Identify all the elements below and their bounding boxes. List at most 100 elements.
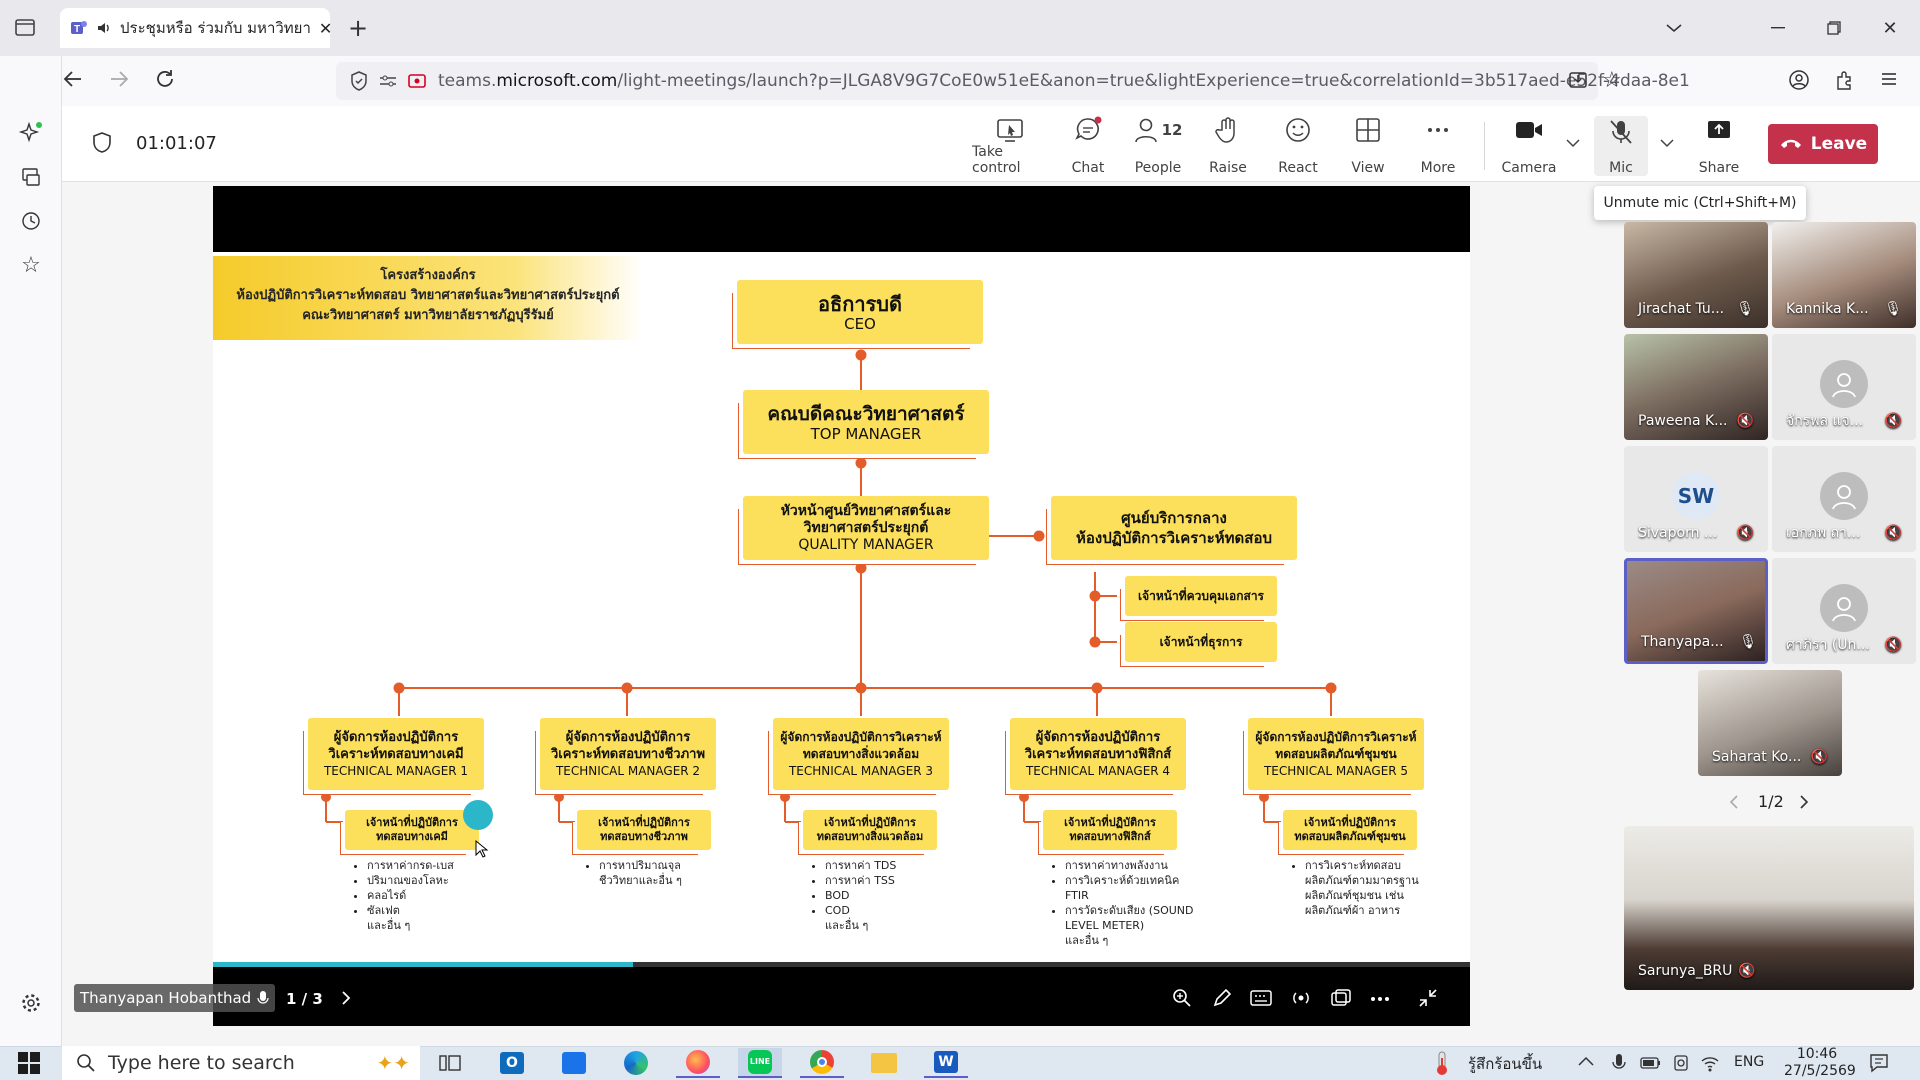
screen-share-indicator-icon[interactable] xyxy=(408,73,428,89)
gallery-prev-button[interactable] xyxy=(1728,794,1740,810)
gallery-next-button[interactable] xyxy=(1798,794,1810,810)
taskbar-search-box[interactable]: Type here to search ✦✦ xyxy=(62,1046,420,1080)
mic-button[interactable]: Mic xyxy=(1594,116,1648,176)
tab-list-icon[interactable] xyxy=(12,14,38,40)
chrome-app-icon[interactable] xyxy=(800,1048,844,1078)
permissions-icon[interactable] xyxy=(378,73,398,89)
header-line-3: คณะวิทยาศาสตร์ มหาวิทยาลัยราชภัฏบุรีรัมย… xyxy=(302,308,554,323)
slide-header-banner: โครงสร้างองค์กร ห้องปฏิบัติการวิเคราะห์ท… xyxy=(213,256,643,340)
device-tray-icon[interactable] xyxy=(1672,1054,1690,1072)
slide-progress-bar xyxy=(213,962,1470,967)
minimize-button[interactable] xyxy=(1758,10,1798,46)
wifi-icon[interactable] xyxy=(1700,1054,1720,1072)
account-icon[interactable] xyxy=(1788,69,1810,91)
edge-browser-icon[interactable] xyxy=(614,1048,658,1078)
mic-icon: 🎙 xyxy=(1736,301,1754,317)
take-control-button[interactable]: Take control xyxy=(972,116,1048,176)
exit-fullscreen-icon[interactable] xyxy=(1418,988,1438,1008)
view-button[interactable]: View xyxy=(1348,116,1388,176)
participant-tile[interactable]: Saharat Ko...🔇 xyxy=(1698,670,1842,776)
outlook-app-icon[interactable]: O xyxy=(490,1048,534,1078)
microphone-tray-icon[interactable] xyxy=(1612,1052,1626,1074)
quality-manager-box: หัวหน้าศูนย์วิทยาศาสตร์และ วิทยาศาสตร์ปร… xyxy=(743,496,989,560)
participant-tile[interactable]: Paweena K...🔇 xyxy=(1624,334,1768,440)
person-avatar-icon xyxy=(1820,360,1868,408)
battery-icon[interactable] xyxy=(1640,1056,1662,1070)
mic-muted-icon: 🔇 xyxy=(1884,637,1902,653)
address-bar[interactable]: teams.microsoft.com/light-meetings/launc… xyxy=(336,62,1690,100)
task-view-icon[interactable] xyxy=(428,1048,472,1078)
download-icon[interactable] xyxy=(1568,70,1588,90)
raise-hand-button[interactable]: Raise xyxy=(1208,116,1248,176)
share-button[interactable]: Share xyxy=(1698,116,1740,176)
clock[interactable]: 10:46 27/5/2569 xyxy=(1784,1046,1856,1079)
leave-button[interactable]: Leave xyxy=(1768,124,1878,164)
staff-4-box: เจ้าหน้าที่ปฏิบัติการ ทดสอบทางฟิสิกส์ xyxy=(1043,810,1177,850)
settings-gear-icon[interactable] xyxy=(14,986,48,1020)
more-button[interactable]: More xyxy=(1418,116,1458,176)
weather-icon[interactable] xyxy=(1432,1050,1452,1076)
close-window-button[interactable]: ✕ xyxy=(1882,17,1898,39)
line-app-icon[interactable]: LINE xyxy=(738,1048,782,1078)
next-slide-button[interactable] xyxy=(340,990,352,1006)
pen-icon[interactable] xyxy=(1212,988,1232,1008)
broadcast-icon[interactable] xyxy=(1290,988,1312,1008)
firefox-app-icon[interactable] xyxy=(676,1048,720,1078)
word-app-icon[interactable]: W xyxy=(924,1048,968,1078)
history-icon[interactable] xyxy=(14,204,48,238)
mic-icon: 🎙 xyxy=(1884,301,1902,317)
camera-button[interactable]: Camera xyxy=(1502,116,1556,176)
participant-tile[interactable]: จักรพล แจ...🔇 xyxy=(1772,334,1916,440)
person-avatar-icon xyxy=(1820,472,1868,520)
synced-tabs-icon[interactable] xyxy=(14,160,48,194)
document-officer-box: เจ้าหน้าที่ควบคุมเอกสาร xyxy=(1125,576,1277,616)
meeting-timer: 01:01:07 xyxy=(136,133,217,154)
extensions-icon[interactable] xyxy=(1834,69,1856,91)
participant-tile-speaking[interactable]: Thanyapa...🎙 xyxy=(1624,558,1768,664)
show-hidden-icons-chevron-icon[interactable] xyxy=(1578,1056,1594,1066)
keyboard-icon[interactable] xyxy=(1250,990,1272,1006)
ai-sparkle-icon[interactable] xyxy=(14,116,48,150)
menu-icon[interactable] xyxy=(1880,70,1898,88)
mic-options-chevron-icon[interactable] xyxy=(1660,138,1674,148)
bookmark-star-icon[interactable]: ☆ xyxy=(1602,68,1622,93)
mic-muted-icon xyxy=(1607,118,1635,146)
shield-icon[interactable] xyxy=(350,71,368,91)
new-tab-button[interactable]: + xyxy=(348,14,369,42)
speaker-icon[interactable] xyxy=(96,20,112,36)
back-button[interactable] xyxy=(62,68,84,90)
meeting-shield-icon[interactable] xyxy=(92,132,112,154)
bookmarks-icon[interactable]: ☆ xyxy=(21,252,41,278)
more-options-icon[interactable] xyxy=(1370,996,1390,1002)
mic-tooltip: Unmute mic (Ctrl+Shift+M) xyxy=(1594,186,1806,220)
tab-overflow-chevron-icon[interactable] xyxy=(1654,10,1694,46)
participant-tile[interactable]: Jirachat Tu...🎙 xyxy=(1624,222,1768,328)
mouse-cursor-icon xyxy=(475,839,489,858)
people-button[interactable]: 12 People xyxy=(1134,116,1182,176)
weather-text[interactable]: รู้สึกร้อนขึ้น xyxy=(1468,1055,1543,1073)
camera-options-chevron-icon[interactable] xyxy=(1566,138,1580,148)
self-view-tile[interactable]: Sarunya_BRU🔇 xyxy=(1624,826,1914,990)
forward-button[interactable] xyxy=(108,68,130,90)
pop-out-icon[interactable] xyxy=(1330,988,1352,1008)
restore-button[interactable] xyxy=(1814,10,1854,46)
notifications-icon[interactable] xyxy=(1868,1052,1890,1074)
staff-3-box: เจ้าหน้าที่ปฏิบัติการ ทดสอบทางสิ่งแวดล้อ… xyxy=(803,810,937,850)
participant-tile[interactable]: Kannika K...🎙 xyxy=(1772,222,1916,328)
microsoft-store-icon[interactable] xyxy=(552,1048,596,1078)
zoom-icon[interactable] xyxy=(1172,988,1192,1008)
participant-tile[interactable]: ศาภิรา (Un...🔇 xyxy=(1772,558,1916,664)
file-explorer-icon[interactable] xyxy=(862,1048,906,1078)
input-language[interactable]: ENG xyxy=(1734,1054,1765,1070)
teams-favicon-icon: T xyxy=(70,19,88,37)
participant-tile[interactable]: SW Sivaporn ...🔇 xyxy=(1624,446,1768,552)
person-avatar-icon xyxy=(1820,584,1868,632)
react-button[interactable]: React xyxy=(1278,116,1318,176)
participant-tile[interactable]: เอกภพ ถา...🔇 xyxy=(1772,446,1916,552)
reload-button[interactable] xyxy=(154,68,176,90)
browser-tab[interactable]: T ประชุมหรือ ร่วมกับ มหาวิทยา ✕ xyxy=(60,8,333,48)
close-tab-icon[interactable]: ✕ xyxy=(318,18,333,38)
windows-start-button[interactable] xyxy=(18,1052,40,1074)
chat-button[interactable]: Chat xyxy=(1068,116,1108,176)
technical-manager-3-box: ผู้จัดการห้องปฏิบัติการวิเคราะห์ ทดสอบทา… xyxy=(773,718,949,790)
